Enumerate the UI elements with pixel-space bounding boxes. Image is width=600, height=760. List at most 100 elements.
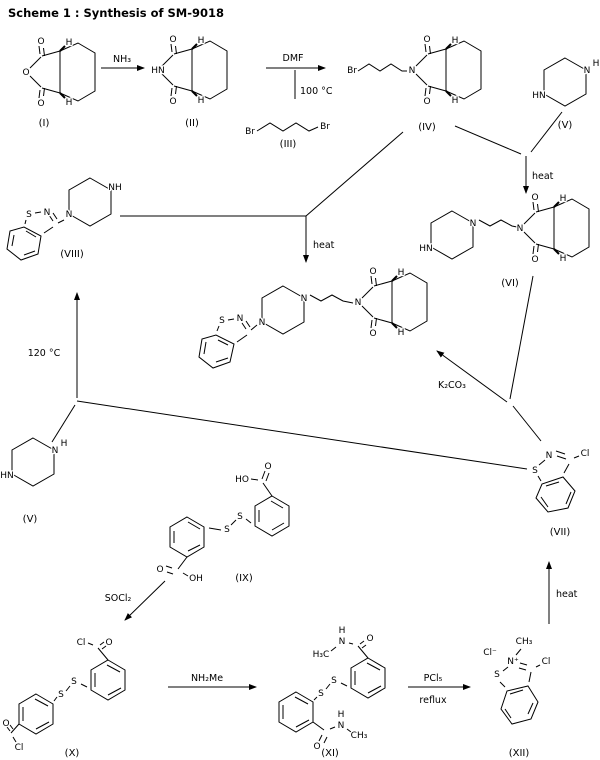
product-chain [309, 294, 354, 304]
piperazine-ring [543, 57, 587, 107]
label-compound-viii: (VIII) [60, 249, 84, 260]
cyclohexane-ring [391, 272, 428, 332]
atom-cl: Cl [542, 657, 551, 667]
atom-n: N [52, 446, 59, 456]
benzene-ring [18, 693, 54, 735]
scheme-title: Scheme 1 : Synthesis of SM-9018 [8, 6, 224, 20]
label-compound-xi: (XI) [321, 748, 339, 759]
atom-h: H [338, 710, 345, 720]
line-vi-to-junction [509, 275, 534, 400]
atom-n: N [301, 294, 308, 304]
atom-n: N [584, 66, 591, 76]
atom-o: O [37, 37, 44, 47]
atom-hn: HN [532, 91, 546, 101]
compound-VI-imide: O O H H N [515, 192, 590, 266]
atom-h: H [398, 328, 405, 338]
atom-n: N [237, 314, 244, 324]
product-piperazine: N N [257, 285, 309, 335]
atom-o: O [37, 99, 44, 109]
atom-o: O [2, 719, 9, 729]
compound-V-top: N H HN [531, 57, 600, 107]
atom-o: O [531, 255, 538, 265]
atom-s: S [71, 677, 77, 687]
label-compound-ii: (II) [185, 118, 199, 129]
benzene-ring [350, 657, 386, 699]
label-compound-ix: (IX) [235, 573, 253, 584]
label-compound-vii: (VII) [550, 527, 571, 538]
label-compound-iii: (III) [280, 139, 297, 150]
reagent-k2co3: K₂CO₃ [438, 380, 466, 391]
atom-o: O [105, 638, 112, 648]
atom-h: H [198, 96, 205, 106]
atom-cl: Cl [15, 743, 24, 753]
atom-n: N [259, 318, 266, 328]
atom-s: S [331, 676, 337, 686]
atom-cl: Cl [77, 638, 86, 648]
benzene-ring [169, 516, 205, 558]
atom-o: O [22, 68, 29, 78]
benzene-ring [90, 659, 126, 701]
label-compound-i: (I) [39, 118, 50, 129]
atom-n: N [66, 210, 73, 220]
cyclohexane-ring [553, 198, 590, 258]
atom-h: H [452, 96, 459, 106]
atom-n: N [546, 451, 553, 461]
compound-IV: Br [346, 63, 407, 77]
atom-o: O [366, 634, 373, 644]
label-compound-x: (X) [65, 748, 80, 759]
reagent-dmf: DMF [283, 53, 304, 64]
line-vii-to-junction [512, 405, 542, 442]
atom-h: H [398, 268, 405, 278]
cyclohexane-ring [445, 40, 482, 100]
compound-XII: Cl⁻ CH₃ N⁺ S Cl [482, 636, 552, 725]
compound-VIII-piperazine: NH N [64, 177, 123, 227]
atom-s: S [237, 512, 243, 522]
atom-ho: HO [235, 475, 249, 485]
atom-h: H [560, 194, 567, 204]
atom-n: N [517, 224, 524, 234]
line-v-to-junction [530, 111, 563, 153]
atom-o: O [169, 35, 176, 45]
atom-s: S [494, 670, 500, 680]
atom-s: S [318, 689, 324, 699]
atom-o: O [369, 329, 376, 339]
benzene-ring [500, 685, 539, 725]
product-benzisothiazole: N S [198, 313, 258, 369]
reagent-reflux: reflux [419, 695, 447, 706]
atom-h3c: H₃C [313, 650, 330, 660]
compound-V-bottom: N H HN [0, 437, 69, 487]
cyclohexane-ring [191, 40, 228, 100]
line-v2-to-junction [51, 404, 76, 443]
reagent-heat-3: heat [556, 589, 578, 600]
compound-X: O Cl S S O Cl [1, 637, 126, 754]
benzene-ring [6, 226, 42, 261]
line-junction-to-vii [76, 400, 528, 470]
reagent-nh3: NH₃ [113, 54, 131, 65]
atom-cl-minus: Cl⁻ [483, 648, 497, 658]
product-imide: O O H H N [353, 266, 428, 340]
arrow-socl2 [124, 580, 166, 621]
compound-XI: O N H H₃C S S O N H CH₃ [278, 625, 386, 753]
label-compound-v-top: (V) [558, 120, 573, 131]
atom-n: N [409, 66, 416, 76]
atom-o: O [313, 742, 320, 752]
label-compound-v-bottom: (V) [23, 514, 38, 525]
reagent-heat-2: heat [313, 240, 335, 251]
atom-cl: Cl [581, 449, 590, 459]
compound-III: Br Br [244, 121, 332, 139]
atom-o: O [423, 35, 430, 45]
compound-II: O O H H HN [150, 34, 228, 108]
atom-s: S [532, 466, 538, 476]
atom-s: S [224, 525, 230, 535]
reagent-100c: 100 °C [300, 86, 333, 97]
atom-o: O [156, 565, 163, 575]
atom-n: N [44, 208, 51, 218]
atom-ch3: CH₃ [516, 637, 533, 647]
atom-o: O [369, 267, 376, 277]
label-compound-vi: (VI) [501, 278, 519, 289]
reagent-pcl5: PCl₅ [424, 673, 443, 684]
reagent-nh2me: NH₂Me [191, 673, 223, 684]
atom-s: S [219, 316, 225, 326]
